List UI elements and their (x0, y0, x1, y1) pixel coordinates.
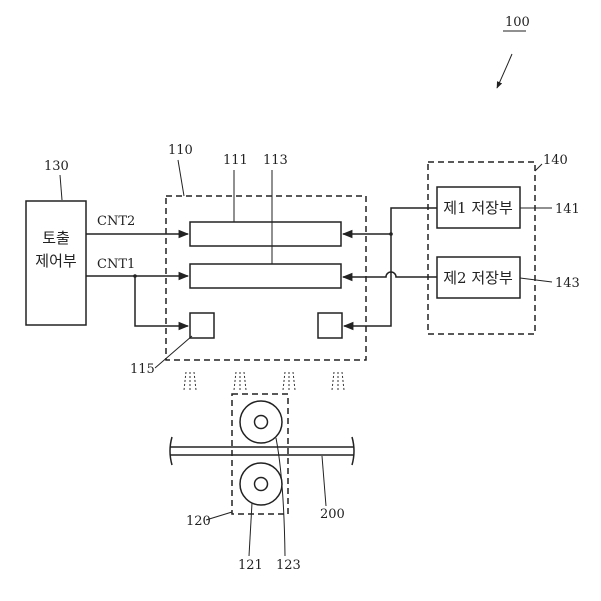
roller-upper-core (255, 416, 268, 429)
nozzle-bar-lower (190, 264, 341, 288)
controller-label: 130 (44, 159, 69, 174)
storage-group-label: 140 (543, 153, 568, 168)
roller-b-label: 123 (276, 558, 301, 573)
roller-a-label: 121 (238, 558, 263, 573)
signal-cnt2-label: CNT2 (97, 214, 135, 229)
substrate-label: 200 (320, 507, 345, 522)
controller-leader (60, 175, 62, 200)
nozzle-bar-upper (190, 222, 341, 246)
controller-text-line2: 제어부 (35, 252, 77, 270)
controller-text-line1: 토출 (42, 229, 70, 247)
head-label: 110 (168, 143, 193, 158)
supply-junction (389, 232, 393, 236)
roller-unit-label: 120 (186, 514, 211, 529)
device-pointer (497, 54, 512, 88)
substrate-leader (322, 456, 326, 506)
signal-cnt1-label: CNT1 (97, 257, 135, 272)
roller-a-leader (249, 503, 252, 556)
spray-marks (184, 372, 344, 390)
supply-line-second (343, 272, 437, 277)
dispense-unit-right (318, 313, 342, 338)
storage-second-text: 제2 저장부 (443, 269, 513, 287)
supply-line-first (344, 208, 437, 326)
nozzle-a-label: 111 (223, 153, 248, 168)
signal-junction (133, 274, 137, 278)
storage-first-text: 제1 저장부 (443, 199, 513, 217)
nozzle-b-label: 113 (263, 153, 288, 168)
storage-second-label: 143 (555, 276, 580, 291)
storage-first-label: 141 (555, 202, 580, 217)
device-label: 100 (505, 15, 530, 30)
dispense-unit-label: 115 (130, 362, 155, 377)
dispense-unit-left (190, 313, 214, 338)
dispense-unit-leader (155, 336, 192, 368)
roller-lower-core (255, 478, 268, 491)
head-leader (178, 160, 184, 196)
signal-cnt1-branch (135, 276, 188, 326)
substrate-right-break (352, 437, 354, 465)
storage-group-leader (535, 164, 542, 171)
storage-second-leader (520, 278, 552, 282)
substrate-left-break (170, 437, 172, 465)
